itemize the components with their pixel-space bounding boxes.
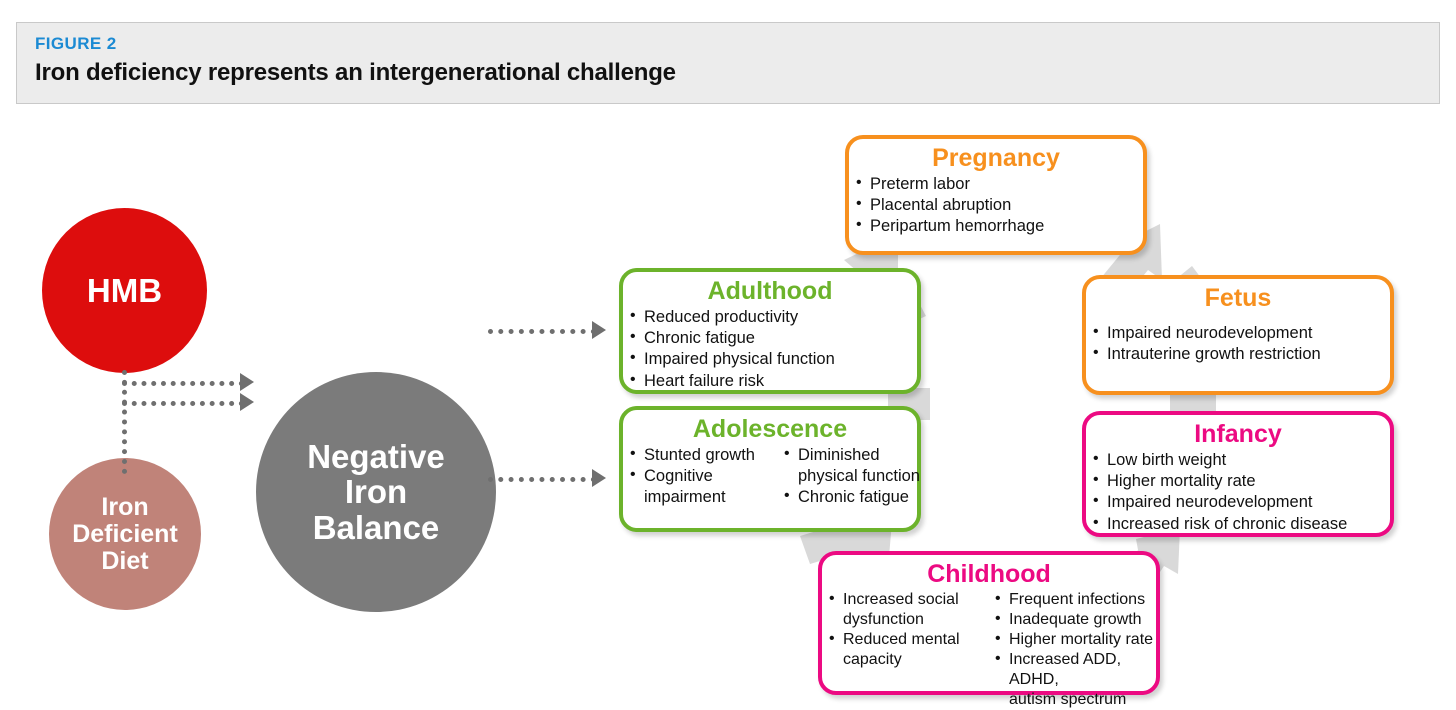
- stage-list-adolescence-col1: Stunted growth Cognitive impairment: [623, 444, 777, 508]
- connector-hmb-to-balance: [122, 381, 244, 386]
- arrowhead-balance-to-adulthood: [592, 321, 606, 339]
- stage-columns-adolescence: Stunted growth Cognitive impairment Dimi…: [623, 444, 920, 508]
- stage-list-adulthood: Reduced productivity Chronic fatigue Imp…: [623, 306, 917, 392]
- list-item: Reduced productivity: [629, 306, 917, 328]
- list-item: Higher mortality rate: [994, 629, 1166, 650]
- list-item: Increased social: [828, 589, 988, 610]
- figure-label: FIGURE 2: [35, 34, 117, 53]
- node-balance-line3: Balance: [312, 508, 440, 546]
- node-iron-deficient-diet[interactable]: Iron Deficient Diet: [49, 458, 201, 610]
- list-item: Intrauterine growth restriction: [1092, 343, 1390, 365]
- node-diet-line2: Deficient: [72, 519, 178, 548]
- stage-list-adolescence-col2: Diminished physical function Chronic fat…: [777, 444, 929, 508]
- list-item: dysfunction: [843, 611, 924, 629]
- arrowhead-hmb-to-balance: [240, 373, 254, 391]
- list-item: Chronic fatigue: [783, 486, 929, 508]
- node-balance-label: Negative Iron Balance: [299, 437, 453, 546]
- stage-columns-childhood: Increased social dysfunction Reduced men…: [822, 589, 1156, 710]
- list-item: Impaired neurodevelopment: [1092, 322, 1390, 344]
- arrowhead-balance-to-adolescence: [592, 469, 606, 487]
- list-item: Diminished: [783, 444, 929, 466]
- list-item: Impaired neurodevelopment: [1092, 491, 1390, 513]
- stage-title-fetus: Fetus: [1204, 284, 1272, 312]
- diagram-canvas: HMB Iron Deficient Diet Negative Iron Ba…: [0, 104, 1456, 708]
- list-item: Increased ADD, ADHD,: [994, 649, 1166, 690]
- stage-box-adulthood[interactable]: Adulthood Reduced productivity Chronic f…: [619, 268, 921, 394]
- stage-list-infancy: Low birth weight Higher mortality rate I…: [1086, 449, 1390, 535]
- node-diet-line1: Iron: [101, 492, 149, 521]
- stage-box-childhood[interactable]: Childhood Increased social dysfunction R…: [818, 551, 1160, 708]
- node-diet-line3: Diet: [101, 546, 149, 575]
- arrowhead-diet-to-balance: [240, 393, 254, 411]
- list-item: Impaired physical function: [629, 348, 917, 370]
- figure-title: Iron deficiency represents an intergener…: [35, 59, 676, 86]
- list-item: Reduced mental: [828, 629, 988, 650]
- node-diet-label: Iron Deficient Diet: [64, 492, 186, 575]
- list-item: Stunted growth: [629, 444, 777, 466]
- list-item: Peripartum hemorrhage: [855, 215, 1143, 237]
- connector-balance-to-adolescence: [488, 477, 596, 482]
- stage-title-pregnancy: Pregnancy: [932, 144, 1060, 172]
- list-item: Frequent infections: [994, 589, 1166, 610]
- stage-box-adolescence[interactable]: Adolescence Stunted growth Cognitive imp…: [619, 406, 921, 532]
- figure-header: FIGURE 2 Iron deficiency represents an i…: [16, 22, 1440, 104]
- stage-title-childhood: Childhood: [927, 560, 1051, 588]
- node-balance-line1: Negative: [307, 437, 445, 475]
- stage-list-pregnancy: Preterm labor Placental abruption Peripa…: [849, 173, 1143, 237]
- list-item: Placental abruption: [855, 194, 1143, 216]
- list-item: physical function: [798, 467, 920, 486]
- stage-title-infancy: Infancy: [1194, 420, 1282, 448]
- stage-list-childhood-col2: Frequent infections Inadequate growth Hi…: [988, 589, 1166, 710]
- connector-cause-spine: [122, 370, 127, 474]
- stage-list-fetus: Impaired neurodevelopment Intrauterine g…: [1086, 322, 1390, 365]
- stage-title-adulthood: Adulthood: [707, 277, 833, 305]
- node-hmb[interactable]: HMB: [42, 208, 207, 373]
- connector-diet-to-balance: [122, 401, 244, 406]
- list-item: capacity: [843, 651, 902, 669]
- node-hmb-label: HMB: [86, 271, 163, 309]
- stage-title-adolescence: Adolescence: [692, 415, 848, 443]
- node-balance-line2: Iron: [344, 473, 408, 511]
- stage-box-pregnancy[interactable]: Pregnancy Preterm labor Placental abrupt…: [845, 135, 1147, 255]
- list-item: Higher mortality rate: [1092, 470, 1390, 492]
- list-item: Low birth weight: [1092, 449, 1390, 471]
- list-item: Chronic fatigue: [629, 327, 917, 349]
- stage-list-childhood-col1: Increased social dysfunction Reduced men…: [822, 589, 988, 710]
- list-item: autism spectrum: [1009, 691, 1127, 709]
- stage-box-infancy[interactable]: Infancy Low birth weight Higher mortalit…: [1082, 411, 1394, 537]
- list-item: Cognitive: [629, 465, 777, 487]
- connector-balance-to-adulthood: [488, 329, 596, 334]
- list-item: Inadequate growth: [994, 609, 1166, 630]
- list-item: Preterm labor: [855, 173, 1143, 195]
- node-negative-iron-balance[interactable]: Negative Iron Balance: [256, 372, 496, 612]
- list-item: impairment: [644, 488, 726, 507]
- list-item: Increased risk of chronic disease: [1092, 513, 1390, 535]
- stage-box-fetus[interactable]: Fetus Impaired neurodevelopment Intraute…: [1082, 275, 1394, 395]
- list-item: Heart failure risk: [629, 370, 917, 392]
